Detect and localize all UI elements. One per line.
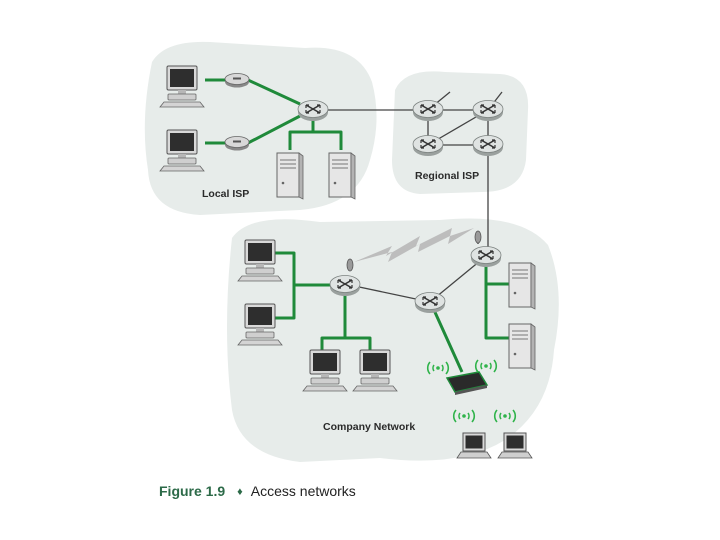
- server-icon: [508, 323, 536, 371]
- regional-router-3: [412, 134, 444, 157]
- dish-icon: [474, 230, 482, 244]
- server-icon: [276, 152, 304, 200]
- server-icon: [508, 262, 536, 310]
- local-isp-label: Local ISP: [202, 188, 249, 200]
- company-network-region: [227, 218, 559, 462]
- access-links: [205, 78, 510, 373]
- server-icon: [328, 152, 356, 200]
- wireless-access-point-icon: [445, 371, 489, 395]
- radio-link: [354, 228, 474, 262]
- company-router-center: [414, 291, 446, 314]
- figure-title: Access networks: [250, 483, 356, 499]
- company-router-left: [329, 274, 361, 297]
- local-isp-router: [297, 99, 329, 122]
- dish-icon: [346, 258, 354, 272]
- figure-number: Figure 1.9: [159, 483, 226, 499]
- modem-icon: [224, 73, 250, 88]
- regional-router-2: [472, 99, 504, 122]
- regional-router-4: [472, 134, 504, 157]
- modem-icon: [224, 136, 250, 151]
- company-router-right: [470, 245, 502, 268]
- regional-isp-label: Regional ISP: [415, 170, 479, 182]
- bullet-icon: ♦: [237, 486, 243, 498]
- local-isp-region: [144, 41, 377, 216]
- company-network-label: Company Network: [323, 421, 415, 433]
- regional-router-1: [412, 99, 444, 122]
- figure-caption: Figure 1.9 ♦ Access networks: [159, 483, 356, 499]
